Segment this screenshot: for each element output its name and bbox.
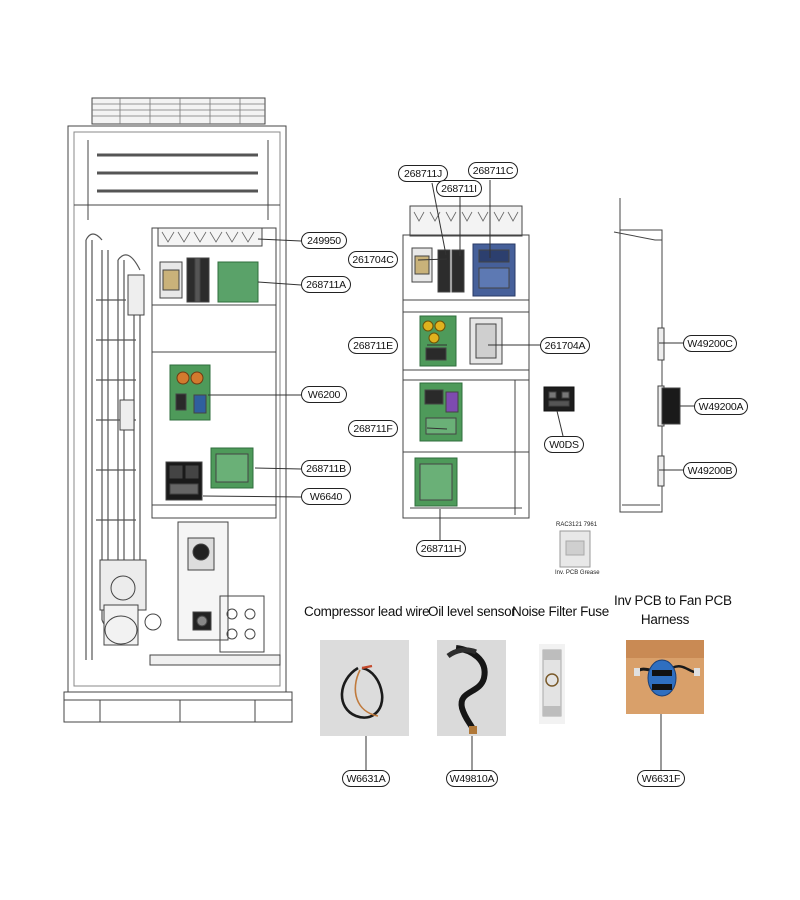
part-label-w0ds: W0DS <box>544 436 584 453</box>
caption-harness-line1: Inv PCB to Fan PCB <box>614 593 732 608</box>
part-label-268711i: 268711I <box>436 180 482 197</box>
part-label-w6640: W6640 <box>301 488 351 505</box>
part-label-268711j: 268711J <box>398 165 448 182</box>
compressor-lead-wire-photo <box>320 640 409 736</box>
grease-label: Inv. PCB Grease <box>555 570 600 576</box>
part-label-268711e: 268711E <box>348 337 398 354</box>
part-label-w49200c: W49200C <box>683 335 737 352</box>
oil-level-sensor-photo <box>437 640 506 736</box>
outdoor-unit-drawing <box>63 97 293 723</box>
grease-code: RAC3121 7961 <box>556 522 598 528</box>
harness-photo <box>626 640 704 714</box>
part-label-268711c: 268711C <box>468 162 518 179</box>
part-label-w49200a: W49200A <box>694 398 748 415</box>
caption-noise-filter-fuse: Noise Filter Fuse <box>512 604 609 619</box>
part-label-268711f: 268711F <box>348 420 398 437</box>
part-label-268711h: 268711H <box>416 540 466 557</box>
noise-filter-fuse-photo <box>539 644 565 724</box>
part-label-w49810a: W49810A <box>446 770 498 787</box>
part-label-261704c: 261704C <box>348 251 398 268</box>
part-label-w6631a: W6631A <box>342 770 390 787</box>
part-label-268711b: 268711B <box>301 460 351 477</box>
part-label-w6631f: W6631F <box>637 770 685 787</box>
control-box-drawing <box>402 205 591 568</box>
caption-oil-level-sensor: Oil level sensor <box>428 604 516 619</box>
part-label-249950: 249950 <box>301 232 347 249</box>
side-panel-drawing <box>613 198 681 513</box>
part-label-w49200b: W49200B <box>683 462 737 479</box>
caption-harness-line2: Harness <box>640 612 690 627</box>
caption-compressor-lead-wire: Compressor lead wire <box>304 604 430 619</box>
part-label-w6200: W6200 <box>301 386 347 403</box>
part-label-261704a: 261704A <box>540 337 590 354</box>
part-label-268711a: 268711A <box>301 276 351 293</box>
leader-lines <box>202 180 694 770</box>
